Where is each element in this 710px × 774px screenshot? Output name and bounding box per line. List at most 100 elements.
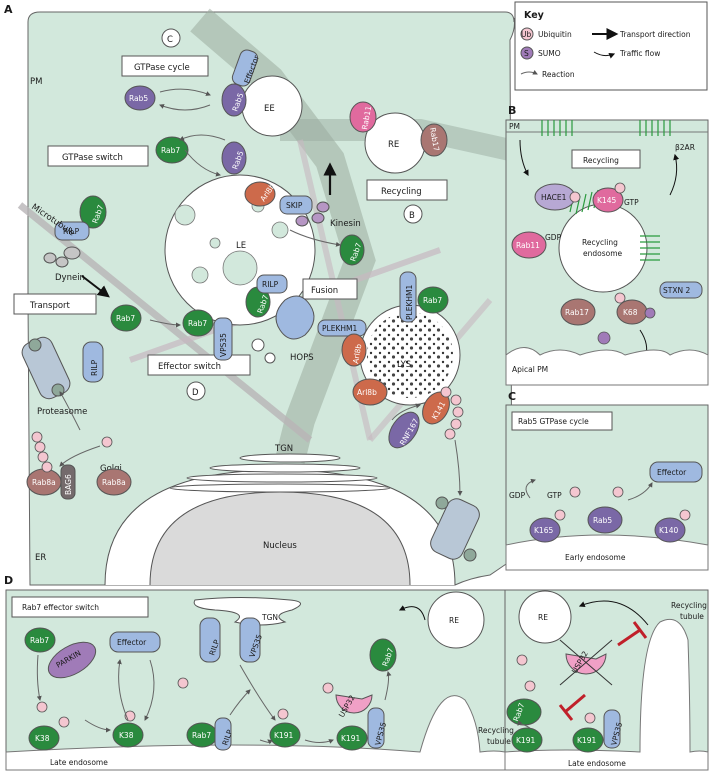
k38-site: K38: [112, 722, 144, 748]
dynein-label: Dynein: [55, 273, 85, 283]
reaction-arrows: [36, 654, 392, 745]
svg-text:GTP: GTP: [547, 491, 562, 500]
reaction-icon: [520, 69, 538, 75]
rilp-protein: RILP: [199, 617, 222, 663]
rab5-protein: Rab5: [587, 506, 623, 534]
arl8b-protein: Arl8b: [341, 333, 367, 367]
svg-text:Rab7: Rab7: [30, 636, 49, 645]
hace1-protein: HACE1: [534, 183, 576, 211]
svg-text:STXN 2: STXN 2: [663, 286, 690, 295]
tgn-shape: [193, 597, 301, 626]
svg-text:Rab7: Rab7: [423, 296, 442, 305]
svg-text:PLEKHM1: PLEKHM1: [405, 285, 414, 320]
arl8b-protein: Arl8b: [244, 181, 277, 207]
svg-text:Effector: Effector: [117, 638, 147, 647]
svg-text:Rab8a: Rab8a: [102, 478, 126, 487]
nucleus-label: Nucleus: [263, 541, 297, 551]
svg-text:GTPase cycle: GTPase cycle: [134, 63, 190, 73]
panel-a-letter: A: [4, 3, 13, 16]
vesicle: [251, 338, 265, 352]
svg-text:Effector switch: Effector switch: [158, 362, 221, 372]
proteasome-label: Proteasome: [37, 407, 87, 417]
panel-b: B PM β2AR Recycling Recycling endosome H…: [505, 104, 709, 386]
svg-text:VPS35: VPS35: [219, 333, 228, 357]
rab7-protein: Rab7: [417, 286, 449, 314]
box-effector-switch: Effector switch: [147, 354, 251, 376]
svg-text:Key: Key: [524, 10, 545, 21]
svg-text:Ubiquitin: Ubiquitin: [538, 30, 572, 39]
lys-label: LYS: [397, 360, 411, 370]
box-recycling-a: Recycling: [366, 179, 448, 201]
svg-text:Effector: Effector: [657, 468, 687, 477]
usp32-protein: USP32: [565, 649, 607, 675]
rab17-protein: Rab17: [420, 123, 448, 157]
rab5-protein: Rab5: [221, 141, 247, 175]
ubiquitin-marker: [516, 654, 596, 724]
vesicle: [264, 352, 276, 364]
rab7-protein: Rab7: [155, 136, 189, 164]
svg-text:tubule: tubule: [487, 737, 511, 746]
svg-text:Recycling: Recycling: [582, 238, 618, 247]
k191-site: K191: [269, 722, 301, 748]
svg-text:RILP: RILP: [90, 359, 99, 376]
bag6-protein: BAG6: [60, 464, 76, 500]
box-gtpase-cycle: GTPase cycle: [121, 55, 209, 77]
rab8a-protein: Rab8a: [96, 468, 132, 496]
svg-text:Rab7: Rab7: [188, 319, 207, 328]
svg-text:Rab5 GTPase cycle: Rab5 GTPase cycle: [518, 417, 589, 426]
hops-label: HOPS: [290, 353, 314, 363]
svg-text:K165: K165: [534, 526, 553, 535]
er-label: ER: [35, 553, 46, 563]
stxn2-protein: STXN 2: [659, 281, 703, 299]
svg-text:Rab5: Rab5: [593, 516, 612, 525]
svg-text:Rab11: Rab11: [360, 105, 373, 130]
svg-text:S: S: [524, 49, 529, 58]
usp32-protein: USP32: [335, 693, 373, 719]
svg-text:RE: RE: [449, 616, 459, 625]
svg-text:B: B: [409, 211, 415, 221]
vps35-protein: VPS35: [213, 317, 233, 361]
svg-text:C: C: [508, 390, 516, 403]
svg-text:Fusion: Fusion: [311, 286, 338, 296]
svg-text:TGN: TGN: [261, 613, 278, 622]
k38-site: K38: [28, 725, 60, 751]
svg-text:PM: PM: [509, 122, 520, 131]
k191-site: K191: [336, 725, 368, 751]
svg-text:Recycling: Recycling: [671, 601, 707, 610]
recycling-endosome-b: [558, 203, 648, 293]
rab7-protein: Rab7: [79, 195, 107, 229]
vps35-protein: VPS35: [367, 707, 388, 749]
k165-site: K165: [529, 517, 561, 543]
re-label-a: RE: [388, 140, 399, 150]
ubiquitin-marker: [554, 486, 691, 521]
svg-text:K145: K145: [597, 196, 616, 205]
rab11-protein: Rab11: [511, 231, 547, 259]
svg-text:Traffic flow: Traffic flow: [619, 49, 660, 58]
k141-site: K141: [422, 391, 450, 425]
hops-complex: [275, 295, 315, 340]
svg-text:K191: K191: [577, 736, 596, 745]
svg-text:Rab5: Rab5: [129, 94, 148, 103]
svg-text:C: C: [167, 35, 173, 45]
rilp-protein: RILP: [54, 221, 90, 241]
svg-text:Recycling: Recycling: [583, 156, 619, 165]
pm-label: PM: [30, 77, 42, 87]
svg-text:Rab7 effector switch: Rab7 effector switch: [22, 603, 99, 612]
rab7-protein: Rab7: [506, 698, 542, 726]
inhibition-bar-icon: [558, 621, 648, 721]
svg-text:K140: K140: [659, 526, 678, 535]
rab11-protein: Rab11: [349, 101, 377, 133]
box-fusion: Fusion: [302, 278, 358, 300]
svg-text:Rab7: Rab7: [192, 731, 211, 740]
svg-text:K191: K191: [516, 736, 535, 745]
svg-text:Early endosome: Early endosome: [565, 553, 626, 562]
microtubule-line: [17, 202, 313, 443]
tgn-label: TGN: [274, 444, 293, 454]
rab7-protein: Rab7: [339, 234, 365, 266]
svg-text:Recycling: Recycling: [478, 726, 514, 735]
svg-text:K191: K191: [274, 731, 293, 740]
svg-text:HACE1: HACE1: [541, 193, 567, 202]
svg-text:Apical PM: Apical PM: [512, 365, 548, 374]
transport-arrow: [81, 275, 110, 298]
